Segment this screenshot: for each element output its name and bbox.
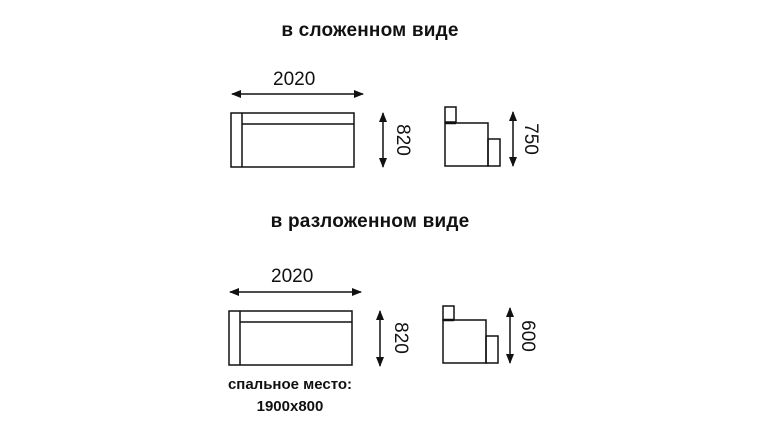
sleeping-area-size: 1900x800 — [256, 398, 324, 415]
sleeping-area-label: спальное место: — [227, 376, 353, 393]
unfolded-front-view — [228, 288, 384, 367]
folded-front-view — [230, 90, 387, 168]
unfolded-width-label: 2020 — [271, 266, 314, 287]
folded-height-label: 820 — [392, 124, 413, 156]
unfolded-height-label: 820 — [390, 322, 411, 354]
unfolded-title: в разложенном виде — [270, 211, 470, 232]
folded-title: в сложенном виде — [281, 20, 459, 41]
folded-side-height-label: 750 — [520, 123, 541, 155]
folded-width-label: 2020 — [273, 69, 316, 90]
folded-side-view — [444, 106, 517, 167]
unfolded-side-height-label: 600 — [517, 320, 538, 352]
unfolded-side-view — [442, 305, 514, 364]
